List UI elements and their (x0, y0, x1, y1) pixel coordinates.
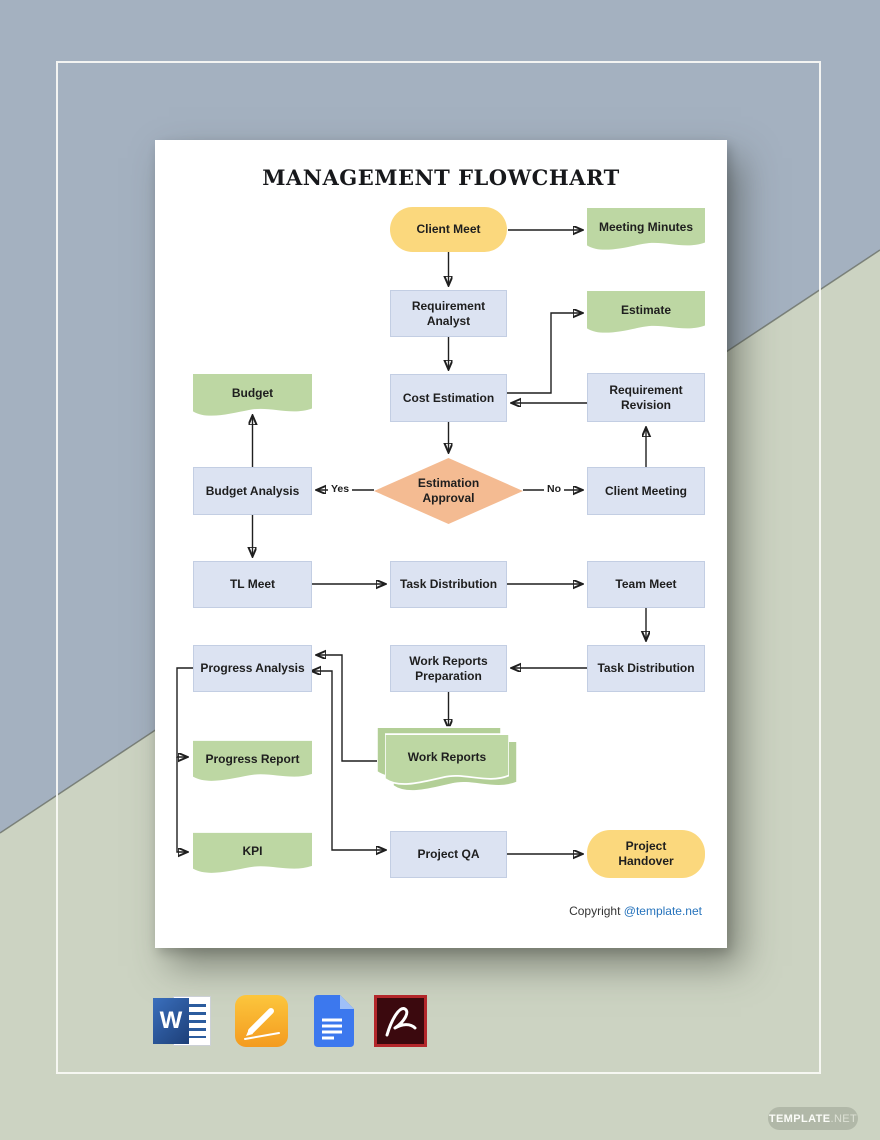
document-shape (587, 290, 705, 333)
document-shape (587, 207, 705, 250)
flow-connectors (176, 140, 727, 948)
copyright-link[interactable]: @template.net (623, 904, 702, 918)
node-work-reports: Work Reports (377, 726, 517, 796)
node-task-distribution-1: Task Distribution (390, 561, 507, 608)
node-project-qa: Project QA (390, 831, 507, 878)
node-kpi: KPI (193, 832, 312, 876)
document-shape (385, 733, 509, 785)
document-shape (193, 373, 312, 416)
node-requirement-revision: Requirement Revision (587, 373, 705, 422)
node-meeting-minutes: Meeting Minutes (587, 207, 705, 253)
decorative-frame (56, 61, 821, 1074)
decision-label-yes: Yes (328, 483, 353, 495)
docs-glyph (314, 995, 354, 1047)
node-requirement-analyst: Requirement Analyst (390, 290, 507, 337)
node-client-meet: Client Meet (390, 207, 507, 252)
node-task-distribution-2: Task Distribution (587, 645, 705, 692)
node-budget-analysis: Budget Analysis (193, 467, 312, 515)
pen-glyph (244, 1008, 280, 1040)
document-shape (193, 832, 312, 873)
node-project-handover: Project Handover (587, 830, 705, 878)
decision-label-no: No (544, 483, 564, 495)
node-team-meet: Team Meet (587, 561, 705, 608)
node-budget: Budget (193, 373, 312, 419)
acrobat-glyph (385, 1007, 417, 1037)
document-shape (193, 740, 312, 781)
page-title: MANAGEMENT FLOWCHART (262, 165, 620, 190)
flowchart-page: MANAGEMENT FLOWCHART Client Meet (155, 140, 727, 948)
node-client-meeting: Client Meeting (587, 467, 705, 515)
apple-pages-icon[interactable] (235, 995, 288, 1047)
adobe-acrobat-pdf-icon[interactable] (374, 995, 427, 1047)
copyright-line: Copyright @template.net (569, 904, 702, 918)
copyright-prefix: Copyright (569, 904, 621, 918)
template-net-badge[interactable]: TEMPLATE .NET (768, 1107, 858, 1130)
word-letter-badge: W (153, 998, 189, 1044)
microsoft-word-icon[interactable]: W (153, 995, 211, 1047)
node-progress-report: Progress Report (193, 740, 312, 784)
node-progress-analysis: Progress Analysis (193, 645, 312, 692)
node-tl-meet: TL Meet (193, 561, 312, 608)
google-docs-icon[interactable] (310, 995, 354, 1047)
node-work-reports-preparation: Work Reports Preparation (390, 645, 507, 692)
watermark-light: .NET (830, 1112, 858, 1125)
watermark-bold: TEMPLATE (768, 1112, 831, 1125)
node-estimate: Estimate (587, 290, 705, 336)
node-cost-estimation: Cost Estimation (390, 374, 507, 422)
